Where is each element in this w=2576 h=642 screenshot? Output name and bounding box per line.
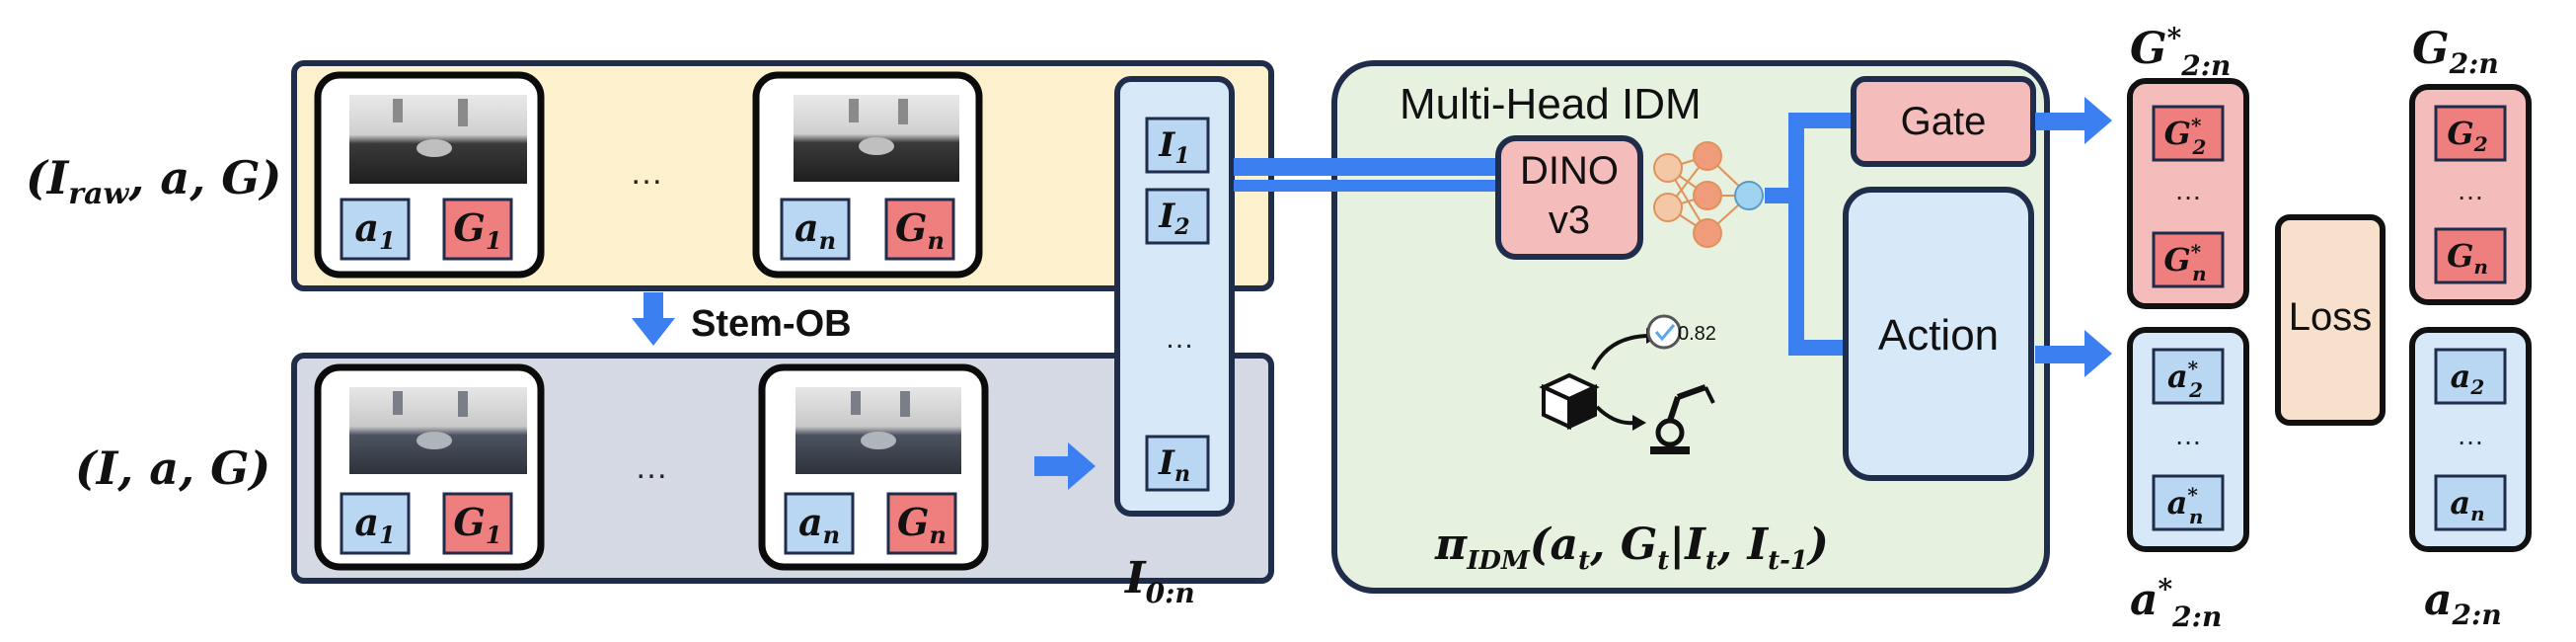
image-stack-ellipsis: … (1165, 322, 1194, 355)
gate-head (1851, 76, 2036, 167)
action-label-an-raw: an (795, 205, 836, 255)
gate-box-gn-raw (884, 198, 955, 261)
gate-pred-box-last (2152, 231, 2225, 288)
idm-title: Multi-Head IDM (1400, 80, 1702, 128)
dino-v3-backbone (1495, 135, 1643, 260)
ob-frame-first-image (349, 387, 527, 474)
neural-network-icon (1653, 141, 1764, 248)
action-gt-ellipsis: … (2457, 420, 2484, 450)
action-label-an-ob: an (798, 500, 840, 549)
action-pred-box-first (2152, 348, 2225, 405)
gate-box-gn-ob (886, 492, 957, 555)
raw-frame-first-image (349, 95, 527, 184)
fork-connector (1765, 113, 1854, 356)
action-gt-last-label: an (2450, 484, 2484, 525)
gate-label-gn-ob: Gn (897, 500, 947, 549)
stem-ob-arrow (632, 292, 675, 346)
action-box-a1-ob (340, 492, 411, 555)
ob-frame-last-image (796, 387, 961, 474)
gate-gt-box-first (2434, 105, 2507, 162)
image-label-in: In (1158, 443, 1190, 487)
action-pred-first-label: a*2 (2167, 357, 2203, 402)
image-label-i2: I2 (1158, 197, 1189, 240)
stem-ob-label: Stem-OB (691, 303, 852, 345)
action-label-a1-ob: a1 (354, 500, 395, 549)
gate-pred-last-label: G*n (2163, 240, 2206, 285)
dino-label: DINO (1520, 149, 1619, 193)
gate-box-g1-ob (442, 492, 513, 555)
loss-block (2275, 214, 2386, 426)
gate-pred-label: G*2:n (2130, 22, 2231, 82)
action-head (1843, 187, 2034, 481)
gate-label-gn-raw: Gn (895, 205, 945, 255)
raw-frame-last-image (794, 95, 959, 182)
action-label-a1-raw: a1 (354, 205, 395, 255)
gate-gt-box-last (2434, 227, 2507, 284)
action-box-an-ob (784, 492, 855, 555)
action-pred-box-last (2152, 474, 2225, 531)
loss-label: Loss (2289, 295, 2373, 339)
ob-ellipsis: … (635, 448, 668, 486)
action-gt-first-label: a2 (2451, 358, 2485, 399)
gate-pred-ellipsis: … (2174, 175, 2202, 205)
v3-label: v3 (1549, 199, 1590, 242)
action-gt-label: a2:n (2424, 575, 2502, 631)
image-box-in (1145, 435, 1210, 492)
action-pred-last-label: a*n (2167, 483, 2204, 528)
gate-pred-first-label: G*2 (2164, 114, 2207, 159)
gate-gt-ellipsis: … (2457, 175, 2484, 205)
idm-policy-formula: πIDM(at, Gt|It, It-1) (1434, 520, 1829, 576)
confidence-score: 0.82 (1678, 323, 1716, 345)
action-output-arrow (2035, 330, 2112, 377)
gate-gt-last-label: Gn (2447, 237, 2488, 279)
action-pred-ellipsis: … (2174, 420, 2202, 450)
gate-box-g1-raw (442, 198, 513, 261)
raw-ellipsis: … (630, 154, 663, 192)
ob-tuple-label: (I, a, G) (75, 441, 270, 495)
action-gt-box-last (2434, 474, 2507, 531)
action-gt-box-first (2434, 348, 2507, 405)
action-box-an-raw (780, 198, 851, 261)
gate-head-label: Gate (1901, 100, 1987, 143)
image-box-i1 (1145, 117, 1210, 174)
image-box-i2 (1145, 188, 1210, 245)
gate-gt-label: G2:n (2412, 24, 2499, 80)
gate-label-g1-ob: G1 (453, 500, 501, 549)
gate-gt-first-label: G2 (2447, 115, 2487, 156)
stack-to-dino-arrow (1234, 158, 1498, 192)
gate-label-g1-raw: G1 (453, 205, 501, 255)
image-label-i1: I1 (1158, 125, 1189, 169)
confidence-robot-icon: 0.82 (1539, 314, 1716, 454)
raw-tuple-label: (Iraw, a, G) (26, 151, 281, 211)
action-box-a1-raw (340, 198, 411, 261)
action-pred-label: a*2:n (2130, 573, 2222, 633)
gate-pred-box-first (2152, 105, 2225, 162)
gate-output-arrow (2035, 97, 2112, 144)
image-stack (1114, 76, 1235, 517)
action-head-label: Action (1878, 311, 1999, 360)
image-stack-caption: I0:n (1123, 553, 1195, 609)
to-stack-arrow (1034, 442, 1096, 490)
